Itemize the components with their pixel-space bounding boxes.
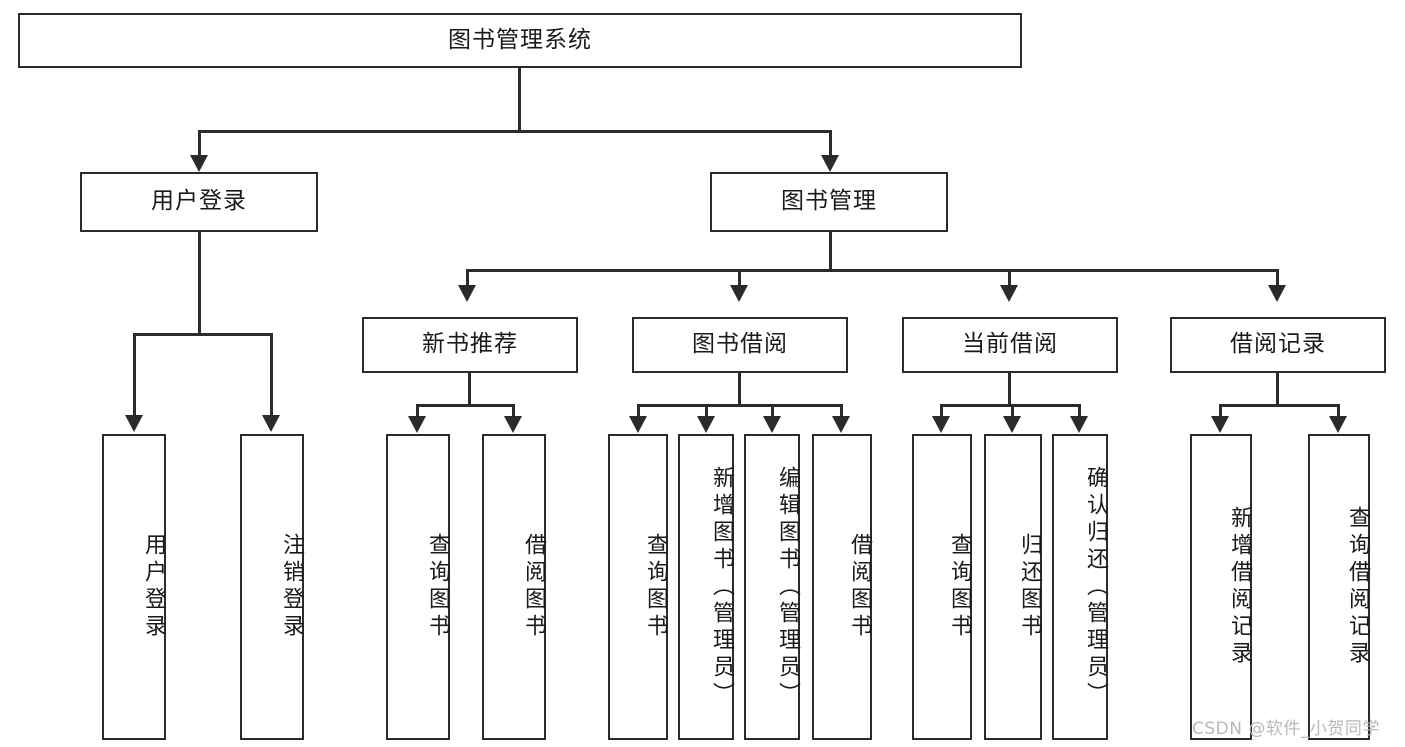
edge-bm-child1: [466, 269, 469, 287]
node-leaf-query-book-rec[interactable]: 查询图书: [386, 434, 450, 740]
arrow-borrow-leaf1: [629, 416, 647, 433]
node-root-label: 图书管理系统: [448, 26, 592, 53]
edge-borrow-bar: [637, 404, 843, 407]
edge-current-bar: [940, 404, 1080, 407]
node-leaf-borrow-book[interactable]: 借阅图书: [812, 434, 872, 740]
node-leaf-user-login[interactable]: 用户登录: [102, 434, 166, 740]
node-leaf-query-book-rec-label: 查询图书: [425, 533, 450, 641]
arrow-bm-child3: [1000, 285, 1018, 302]
edge-root-bar: [198, 130, 831, 133]
node-leaf-borrow-book-rec-label: 借阅图书: [521, 533, 546, 641]
edge-records-bar: [1219, 404, 1340, 407]
arrow-borrow-leaf4: [832, 416, 850, 433]
node-book-borrow-label: 图书借阅: [692, 331, 788, 358]
node-leaf-query-book-current-label: 查询图书: [947, 533, 972, 641]
node-leaf-query-borrow-record-label: 查询借阅记录: [1345, 506, 1370, 668]
arrow-bm-child1: [458, 285, 476, 302]
edge-borrow-leaf4: [840, 404, 843, 418]
node-leaf-confirm-return-admin[interactable]: 确认归还（管理员）: [1052, 434, 1108, 740]
node-current-borrow-label: 当前借阅: [962, 331, 1058, 358]
arrow-current-leaf2: [1003, 416, 1021, 433]
node-user-login[interactable]: 用户登录: [80, 172, 318, 232]
edge-user-login-child2: [270, 333, 273, 417]
arrow-records-leaf1: [1211, 416, 1229, 433]
node-book-management-label: 图书管理: [781, 188, 877, 215]
edge-book-management-bar: [466, 269, 1278, 272]
edge-current-leaf2: [1011, 404, 1014, 418]
node-leaf-edit-book-admin[interactable]: 编辑图书（管理员）: [744, 434, 800, 740]
node-leaf-user-logout-label: 注销登录: [279, 533, 304, 641]
edge-records-leaf2: [1337, 404, 1340, 418]
arrow-borrow-leaf2: [697, 416, 715, 433]
edge-user-login-child1: [133, 333, 136, 417]
arrow-current-leaf3: [1070, 416, 1088, 433]
arrow-to-user-login: [190, 155, 208, 172]
node-leaf-add-borrow-record[interactable]: 新增借阅记录: [1190, 434, 1252, 740]
edge-borrow-leaf3: [771, 404, 774, 418]
edge-user-login-bar: [133, 333, 273, 336]
arrow-bm-child2: [730, 285, 748, 302]
node-new-book-recommend[interactable]: 新书推荐: [362, 317, 578, 373]
node-leaf-query-book-current[interactable]: 查询图书: [912, 434, 972, 740]
edge-bm-child4: [1276, 269, 1279, 287]
node-leaf-edit-book-admin-label: 编辑图书（管理员）: [775, 465, 800, 709]
edge-bm-child2: [738, 269, 741, 287]
edge-rec-trunk: [468, 373, 471, 407]
edge-records-leaf1: [1219, 404, 1222, 418]
node-book-borrow[interactable]: 图书借阅: [632, 317, 848, 373]
node-leaf-return-book[interactable]: 归还图书: [984, 434, 1042, 740]
edge-records-trunk: [1276, 373, 1279, 407]
arrow-to-book-management: [821, 155, 839, 172]
node-leaf-borrow-book-label: 借阅图书: [847, 533, 872, 641]
node-leaf-query-book-borrow[interactable]: 查询图书: [608, 434, 668, 740]
edge-user-login-trunk: [198, 232, 201, 336]
node-leaf-user-login-label: 用户登录: [141, 533, 166, 641]
edge-borrow-leaf1: [637, 404, 640, 418]
arrow-records-leaf2: [1329, 416, 1347, 433]
node-book-management[interactable]: 图书管理: [710, 172, 948, 232]
node-leaf-confirm-return-admin-label: 确认归还（管理员）: [1083, 465, 1108, 709]
node-leaf-add-book-admin-label: 新增图书（管理员）: [709, 465, 734, 709]
arrow-user-login-child2: [262, 415, 280, 432]
edge-borrow-leaf2: [705, 404, 708, 418]
node-root[interactable]: 图书管理系统: [18, 13, 1022, 68]
arrow-rec-leaf2: [504, 416, 522, 433]
node-current-borrow[interactable]: 当前借阅: [902, 317, 1118, 373]
edge-rec-leaf1: [416, 404, 419, 418]
edge-current-trunk: [1008, 373, 1011, 407]
arrow-borrow-leaf3: [763, 416, 781, 433]
edge-borrow-trunk: [738, 373, 741, 407]
edge-to-user-login: [198, 130, 201, 157]
node-borrow-records[interactable]: 借阅记录: [1170, 317, 1386, 373]
node-leaf-query-book-borrow-label: 查询图书: [643, 533, 668, 641]
node-leaf-add-borrow-record-label: 新增借阅记录: [1227, 506, 1252, 668]
node-leaf-borrow-book-rec[interactable]: 借阅图书: [482, 434, 546, 740]
node-leaf-return-book-label: 归还图书: [1017, 533, 1042, 641]
csdn-watermark: CSDN @软件_小贺同学: [1192, 719, 1380, 739]
node-user-login-label: 用户登录: [151, 188, 247, 215]
arrow-rec-leaf1: [408, 416, 426, 433]
arrow-bm-child4: [1268, 285, 1286, 302]
node-leaf-query-borrow-record[interactable]: 查询借阅记录: [1308, 434, 1370, 740]
edge-to-book-management: [829, 130, 832, 157]
edge-bm-child3: [1008, 269, 1011, 287]
node-leaf-add-book-admin[interactable]: 新增图书（管理员）: [678, 434, 734, 740]
edge-rec-leaf2: [512, 404, 515, 418]
edge-current-leaf3: [1078, 404, 1081, 418]
edge-root-trunk: [518, 68, 521, 132]
node-new-book-recommend-label: 新书推荐: [422, 331, 518, 358]
node-borrow-records-label: 借阅记录: [1230, 331, 1326, 358]
arrow-current-leaf1: [932, 416, 950, 433]
edge-book-management-trunk: [829, 232, 832, 272]
edge-current-leaf1: [940, 404, 943, 418]
arrow-user-login-child1: [125, 415, 143, 432]
node-leaf-user-logout[interactable]: 注销登录: [240, 434, 304, 740]
edge-rec-bar: [416, 404, 514, 407]
